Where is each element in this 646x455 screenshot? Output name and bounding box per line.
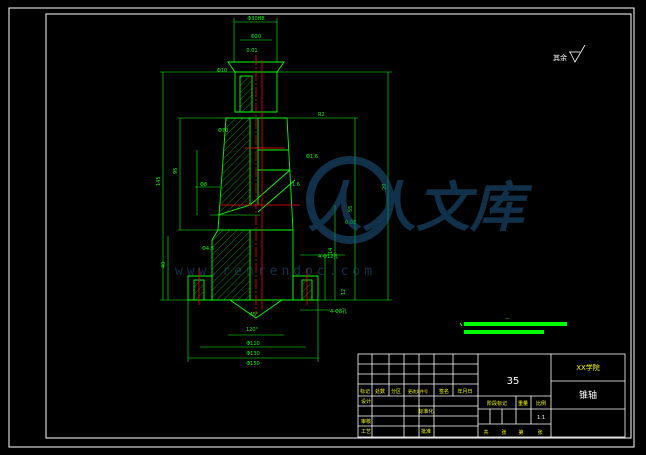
part-view — [187, 61, 319, 319]
tb-row-label-3: 更改文件号 — [408, 388, 428, 394]
dimensions — [160, 18, 392, 362]
dim-h-5: 14 — [328, 248, 334, 254]
tb-row-label-1: 处数 — [375, 388, 385, 395]
tb-standard: 标准化 — [418, 408, 433, 415]
tb-sheet-2: 第 — [518, 429, 523, 436]
tb-scale: 1:1 — [537, 415, 545, 421]
school-text: XX学院 — [576, 363, 600, 372]
watermark-brand: 人人文库 — [308, 175, 533, 239]
dim-h-1: 95 — [173, 168, 179, 174]
dim-angle: 45° — [250, 312, 259, 318]
dim-base-w2: Φ130 — [246, 351, 259, 357]
dim-base-w3: Φ150 — [246, 361, 259, 367]
tb-sheet-1: 张 — [501, 429, 506, 436]
outer-frame — [8, 7, 635, 448]
dim-mid2: 1.6 — [292, 182, 300, 188]
title-block-text: 35 XX学院 锥轴 标记 处数 分区 更改文件号 签名 年月日 设计 标准化 … — [360, 363, 600, 436]
dim-d-left1: Φ8 — [200, 182, 207, 188]
tb-stage-0: 阶段标记 — [487, 400, 507, 407]
tb-row-label-0: 标记 — [360, 388, 370, 395]
dim-d-left2: Φ4.5 — [202, 246, 214, 252]
dim-h-3: 40 — [161, 262, 167, 268]
legend-mark: — — [505, 316, 510, 322]
dim-tol2: 0.02 — [345, 220, 356, 226]
tb-approve: 批准 — [421, 428, 431, 435]
material-text: 35 — [507, 376, 520, 387]
dim-h-2: 55 — [348, 206, 354, 212]
dim-h-total: 145 — [156, 176, 162, 186]
part-name-text: 锥轴 — [579, 389, 597, 401]
watermark: 人人文库 www.renrendoc.com — [175, 156, 533, 279]
tb-row-label-5: 年月日 — [457, 388, 472, 395]
dim-bottom-angle: 120° — [246, 327, 259, 333]
dim-base-hole2: 4-Φ8孔 — [330, 308, 347, 315]
dim-small2: R2 — [318, 112, 325, 118]
dim-tol1: 0.01 — [246, 48, 257, 54]
tb-sheet-0: 共 — [483, 429, 488, 436]
title-block — [357, 353, 626, 438]
tb-row-label-4: 签名 — [439, 388, 449, 395]
roughness-note: 其余 — [553, 44, 586, 63]
tb-stage-2: 比例 — [536, 400, 546, 407]
legend-bars: — — [459, 316, 567, 334]
tb-row-label-2: 分区 — [391, 388, 401, 395]
dim-top-inner: Φ20 — [251, 34, 261, 40]
tb-review: 审核 — [361, 418, 371, 425]
dim-mid1: Φ1.6 — [306, 154, 318, 160]
dim-side-label: Φ70 — [218, 128, 228, 134]
roughness-icon — [569, 44, 586, 63]
tb-design: 设计 — [361, 398, 371, 405]
centerlines — [198, 55, 308, 315]
dim-small1: Φ10 — [217, 68, 227, 74]
dim-base-w1: Φ110 — [246, 341, 259, 347]
dim-h-6: 12 — [341, 289, 347, 295]
tb-stage-1: 重量 — [518, 400, 528, 407]
dim-base-hole: 4-Φ12孔 — [318, 253, 338, 260]
tb-sheet-3: 张 — [537, 429, 542, 436]
watermark-url: www.renrendoc.com — [175, 264, 376, 279]
tb-process: 工艺 — [361, 429, 371, 435]
inner-frame — [45, 13, 632, 439]
roughness-label: 其余 — [553, 53, 567, 62]
dim-top-width: Φ30H8 — [247, 16, 264, 22]
